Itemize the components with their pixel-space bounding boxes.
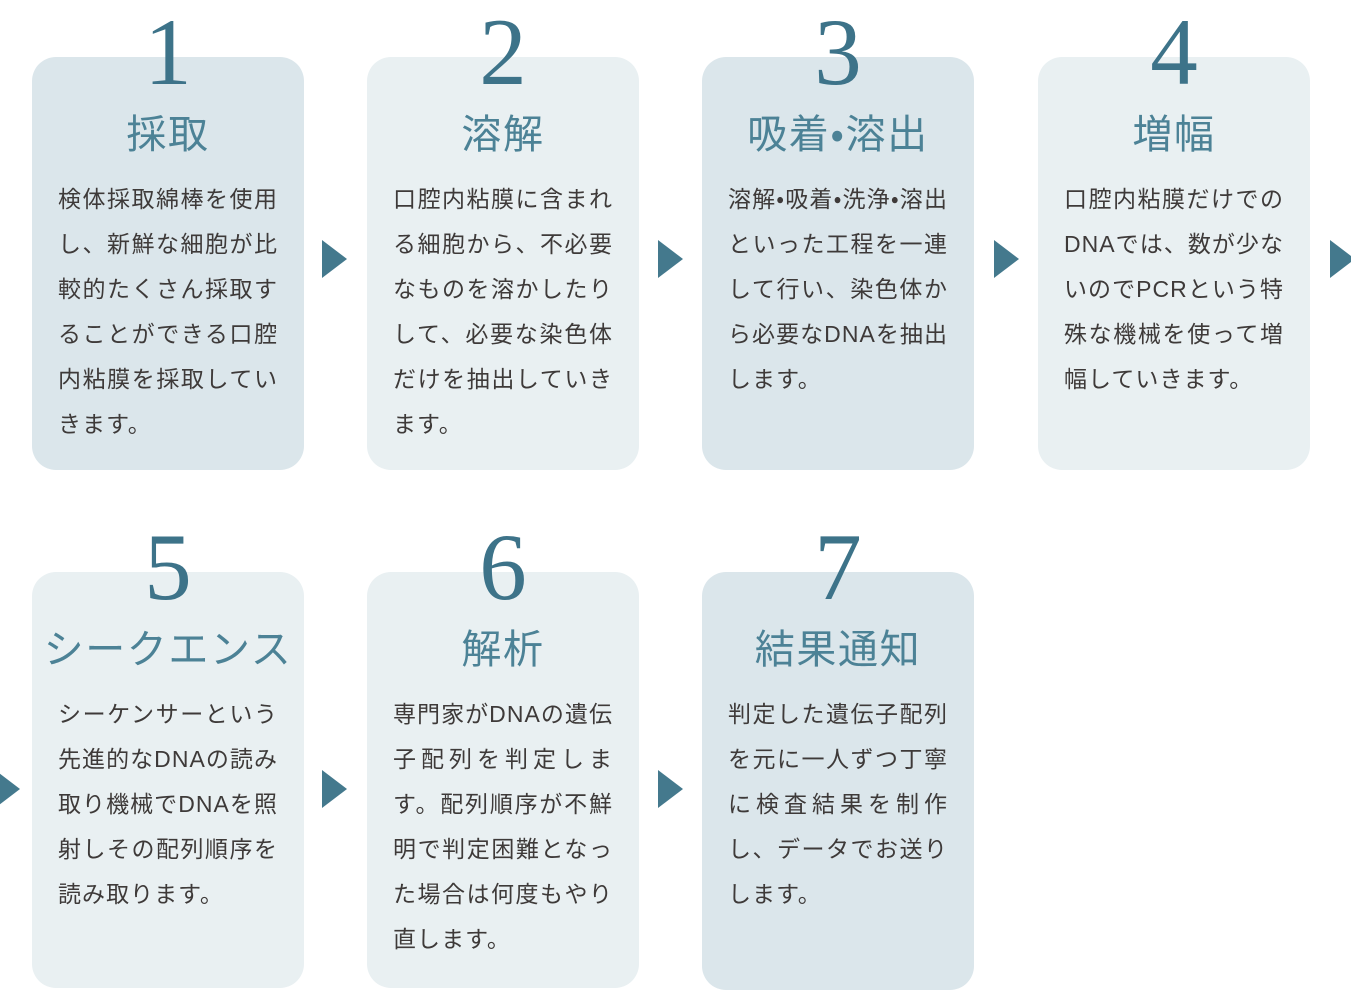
arrow-right-icon [658, 770, 683, 808]
arrow-right-icon [322, 770, 347, 808]
step-description: 溶解・吸着・洗浄・溶出といった工程を一連して行い、染色体から必要なDNAを抽出し… [728, 186, 948, 392]
step-description: シーケンサーという先進的なDNAの読み取り機械でDNAを照射しその配列順序を読み… [58, 701, 278, 907]
arrow-right-icon [994, 240, 1019, 278]
step-description: 専門家がDNAの遺伝子配列を判定します。配列順序が不鮮明で判定困難となった場合は… [393, 701, 613, 952]
step-title: 解析 [461, 627, 545, 672]
step-card-5: 5 シークエンス シーケンサーという先進的なDNAの読み取り機械でDNAを照射し… [32, 520, 304, 988]
step-number: 5 [144, 514, 192, 620]
step-number: 7 [814, 514, 862, 620]
step-description: 口腔内粘膜だけでのDNAでは、数が少ないのでPCRという特殊な機械を使って増幅し… [1064, 186, 1284, 392]
step-number: 3 [814, 0, 862, 105]
step-title: 採取 [126, 112, 210, 157]
step-number: 2 [479, 0, 527, 105]
step-card-4: 4 増幅 口腔内粘膜だけでのDNAでは、数が少ないのでPCRという特殊な機械を使… [1038, 5, 1310, 470]
step-card-1: 1 採取 検体採取綿棒を使用し、新鮮な細胞が比較的たくさん採取することができる口… [32, 5, 304, 470]
step-title: シークエンス [43, 627, 293, 672]
step-title: 吸着・溶出 [747, 112, 929, 157]
step-card-3: 3 吸着・溶出 溶解・吸着・洗浄・溶出といった工程を一連して行い、染色体から必要… [702, 5, 974, 470]
arrow-right-icon [322, 240, 347, 278]
step-card-7: 7 結果通知 判定した遺伝子配列を元に一人ずつ丁寧に検査結果を制作し、データでお… [702, 520, 974, 990]
arrow-right-icon [0, 770, 20, 808]
step-title: 溶解 [461, 112, 545, 157]
step-description: 判定した遺伝子配列を元に一人ずつ丁寧に検査結果を制作し、データでお送りします。 [728, 701, 948, 907]
arrow-right-icon [658, 240, 683, 278]
step-description: 検体採取綿棒を使用し、新鮮な細胞が比較的たくさん採取することができる口腔内粘膜を… [58, 186, 278, 437]
step-title: 結果通知 [754, 627, 922, 672]
step-card-6: 6 解析 専門家がDNAの遺伝子配列を判定します。配列順序が不鮮明で判定困難とな… [367, 520, 639, 988]
step-number: 6 [479, 514, 527, 620]
arrow-right-icon [1330, 240, 1351, 278]
step-card-2: 2 溶解 口腔内粘膜に含まれる細胞から、不必要なものを溶かしたりして、必要な染色… [367, 5, 639, 470]
step-title: 増幅 [1132, 112, 1216, 157]
step-number: 1 [144, 0, 192, 105]
step-number: 4 [1150, 0, 1198, 105]
step-description: 口腔内粘膜に含まれる細胞から、不必要なものを溶かしたりして、必要な染色体だけを抽… [393, 186, 613, 437]
